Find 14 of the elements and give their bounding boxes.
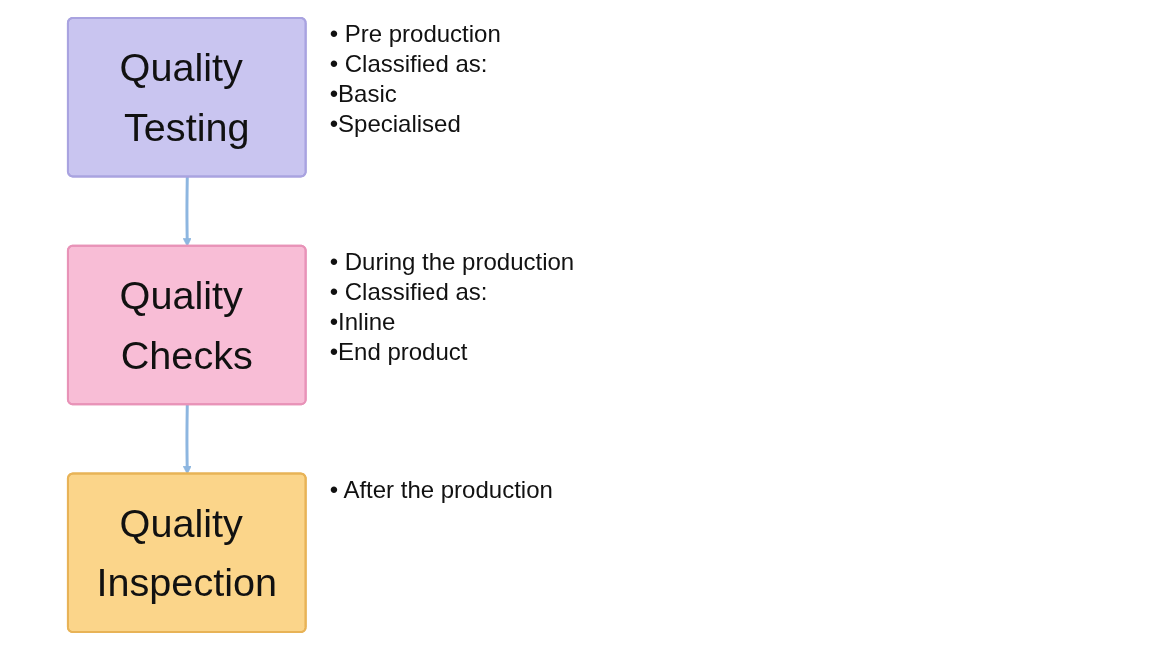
bullet-text: •Basic <box>329 79 398 108</box>
arrow <box>182 404 192 475</box>
process-box: Quality Inspection <box>66 472 307 634</box>
bullet-text: •Specialised <box>329 109 462 138</box>
bullet-text: •End product <box>329 337 469 366</box>
process-box: Quality Checks <box>66 244 307 406</box>
bullet-text: •Inline <box>329 307 397 336</box>
bullet-text: • Classified as: <box>329 49 489 78</box>
bullet-text: • Pre production <box>329 19 501 48</box>
bullet-text: • Classified as: <box>329 277 489 306</box>
bullet-text: • During the production <box>329 247 575 276</box>
bullet-text: • After the production <box>329 475 553 504</box>
arrow <box>182 176 192 247</box>
process-box: Quality Testing <box>66 16 307 178</box>
